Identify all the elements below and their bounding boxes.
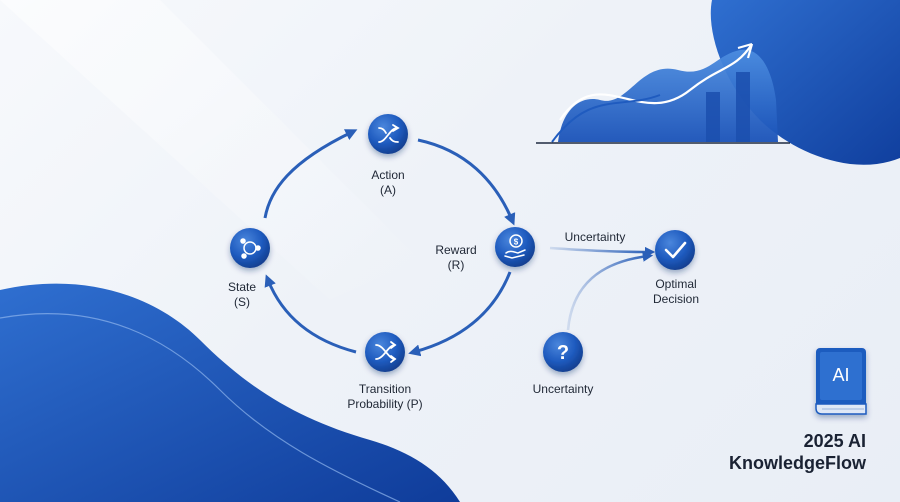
label-transition-line2: Probability (P) xyxy=(347,397,423,411)
label-reward-line2: (R) xyxy=(447,258,465,272)
arrow-state-to-action xyxy=(263,129,358,219)
brand-title: 2025 AI KnowledgeFlow xyxy=(729,430,866,474)
arrow-uncertainty-to-optimal xyxy=(566,251,654,331)
label-optimal: Optimal Decision xyxy=(640,277,712,307)
label-state: State (S) xyxy=(216,280,268,310)
node-state xyxy=(230,228,270,268)
shuffle-arrows-icon xyxy=(378,124,400,143)
node-transition xyxy=(365,332,405,372)
book-icon xyxy=(815,348,867,415)
label-state-line1: State xyxy=(227,280,257,294)
label-action: Action (A) xyxy=(358,168,418,198)
question-mark-icon: ? xyxy=(557,342,569,364)
arrow-action-to-reward xyxy=(417,138,516,226)
label-optimal-line2: Decision xyxy=(652,292,700,306)
brand-line1: 2025 AI xyxy=(803,431,866,451)
bottom-left-wave xyxy=(0,283,460,502)
growth-chart-illustration xyxy=(536,42,790,144)
cycle-arrows xyxy=(263,129,656,357)
label-transition-line1: Transition xyxy=(358,382,412,396)
label-transition: Transition Probability (P) xyxy=(330,382,440,412)
label-state-line2: (S) xyxy=(234,295,250,309)
arrow-transition-to-state xyxy=(264,274,357,354)
node-action xyxy=(368,114,408,154)
brand-line2: KnowledgeFlow xyxy=(729,453,866,473)
node-uncertainty: ? xyxy=(543,332,583,372)
node-optimal xyxy=(655,230,695,270)
label-action-line2: (A) xyxy=(380,183,396,197)
label-uncertainty-node: Uncertainty xyxy=(518,382,608,397)
checkmark-icon xyxy=(664,241,687,259)
top-right-wave xyxy=(710,0,900,165)
logo-text: AI xyxy=(832,365,849,385)
light-beam xyxy=(0,0,420,300)
label-action-line1: Action xyxy=(371,168,405,182)
label-reward-line1: Reward xyxy=(435,243,477,257)
node-reward: $ xyxy=(495,227,535,267)
label-uncertainty-edge-text: Uncertainty xyxy=(564,230,626,244)
arrow-reward-to-optimal xyxy=(549,246,656,258)
label-uncertainty-node-text: Uncertainty xyxy=(532,382,594,396)
arrow-reward-to-transition xyxy=(408,271,512,357)
label-optimal-line1: Optimal xyxy=(655,277,697,291)
svg-text:$: $ xyxy=(514,238,519,247)
wave-highlight-line xyxy=(0,313,401,502)
crossing-arrows-icon xyxy=(375,341,397,363)
label-uncertainty-edge: Uncertainty xyxy=(550,230,640,245)
dollar-hand-icon xyxy=(504,234,526,259)
label-reward: Reward (R) xyxy=(428,243,484,273)
node-graph-icon xyxy=(240,238,261,259)
